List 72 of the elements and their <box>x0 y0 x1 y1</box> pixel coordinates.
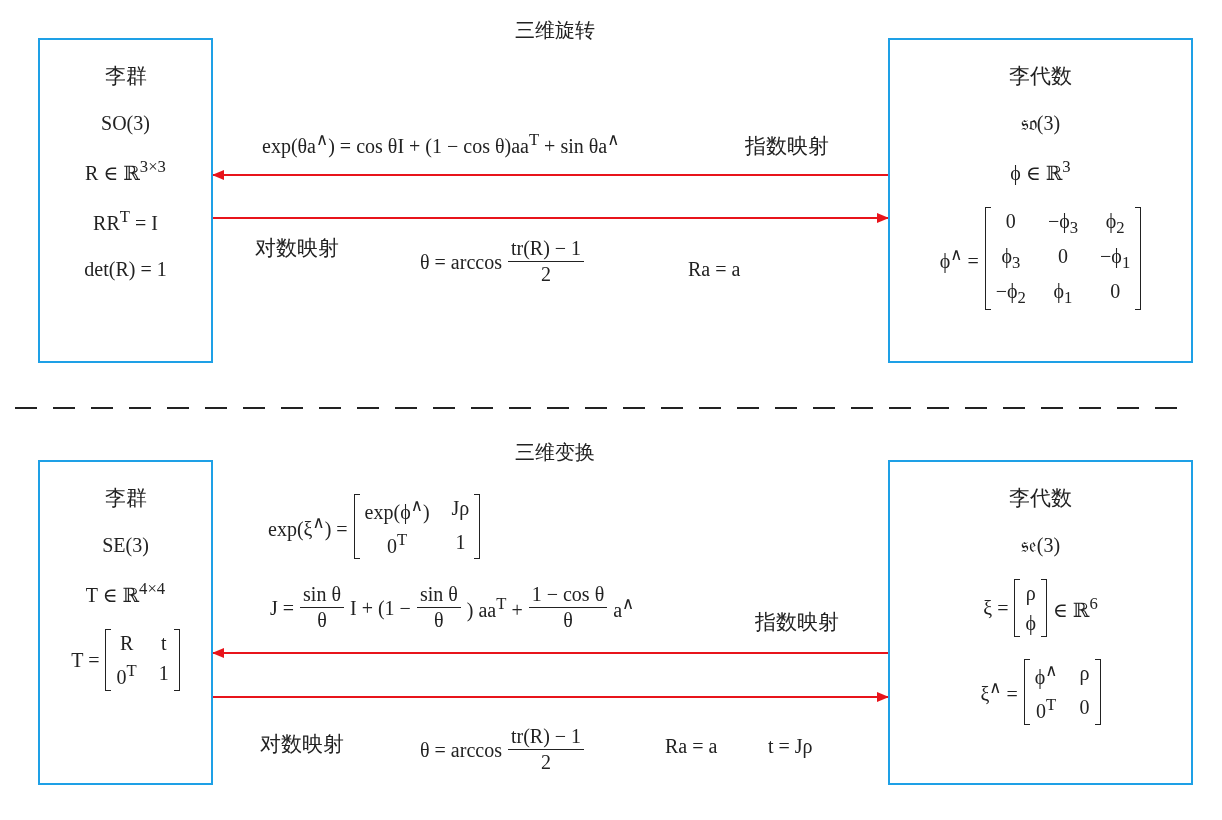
formula-text: T ∈ ℝ$^{4×4}$ <box>85 579 166 607</box>
matrix-entry: ϕ$_{3}$ <box>1001 243 1021 273</box>
formula-text: θ = arccos <box>420 249 502 274</box>
formula-text: SO(3) <box>101 111 150 136</box>
formula-text: ξ = <box>983 596 1009 621</box>
group-box <box>888 460 1193 785</box>
formula-text: T = <box>71 647 100 672</box>
matrix-entry: ϕ$_{2}$ <box>1105 208 1125 238</box>
arrow <box>212 648 889 658</box>
box-heading: 李代数 <box>1009 486 1072 512</box>
formula-text: exp(ξ$^{∧}$) = <box>268 512 348 541</box>
fraction-denominator: θ <box>317 608 327 633</box>
formula-text: θ = arccos <box>420 737 502 762</box>
fraction-denominator: θ <box>434 608 444 633</box>
formula-text: 三维旋转 <box>515 18 595 42</box>
matrix-entry: 0 <box>1079 694 1090 720</box>
formula-text: ϕ ∈ ℝ$^{3}$ <box>1010 157 1071 185</box>
matrix-entry: exp(ϕ$^{∧}$) <box>364 496 430 524</box>
matrix-entry: 0 <box>1005 208 1016 234</box>
matrix-entry: t <box>160 630 167 655</box>
fraction-numerator: sin θ <box>416 582 461 608</box>
fraction-numerator: 1 − cos θ <box>528 582 608 608</box>
fraction-denominator: 2 <box>541 750 551 775</box>
matrix-entry: ρ <box>1025 581 1036 606</box>
matrix-entry: ϕ$^{∧}$ <box>1034 661 1058 689</box>
formula-text: I + (1 − <box>350 595 411 620</box>
matrix-entry: 0 <box>1110 278 1121 304</box>
fraction-numerator: tr(R) − 1 <box>507 236 585 262</box>
matrix-entry: 0 <box>1058 243 1068 269</box>
box-heading: 李代数 <box>1009 64 1072 90</box>
matrix-entry: 0$^{T}$ <box>387 529 408 558</box>
formula-text: R ∈ ℝ$^{3×3}$ <box>85 157 166 185</box>
formula-text: ξ$^{∧}$ = <box>980 678 1018 706</box>
formula-text: RR$^{T}$ = I <box>93 206 158 235</box>
box-heading: 李群 <box>104 486 147 512</box>
formula-text: 三维变换 <box>515 440 595 464</box>
matrix-entry: −ϕ$_{2}$ <box>995 278 1026 308</box>
formula-text: ∈ ℝ$^{6}$ <box>1053 594 1098 622</box>
arrow <box>212 213 889 223</box>
matrix-entry: −ϕ$_{1}$ <box>1100 243 1131 273</box>
matrix-entry: 1 <box>158 660 169 686</box>
matrix-entry: ϕ <box>1025 611 1036 636</box>
formula-text: J = <box>270 595 295 620</box>
fraction-numerator: sin θ <box>300 582 344 608</box>
formula-text: ) aa$^{T}$ + <box>466 593 523 622</box>
matrix-entry: ρ <box>1079 661 1090 687</box>
arrow <box>212 692 889 702</box>
formula-text: a$^{∧}$ <box>613 593 635 622</box>
matrix-entry: R <box>119 630 134 655</box>
matrix-entry: 0$^{T}$ <box>1036 694 1057 723</box>
formula-text: Ra = a <box>665 734 718 758</box>
formula-text: SE(3) <box>102 533 149 558</box>
formula-text: Ra = a <box>688 257 741 281</box>
formula-text: t = Jρ <box>768 734 813 758</box>
formula-text: ϕ$^{∧}$ = <box>939 244 979 273</box>
formula-text: exp(θa$^{∧}$) = cos θI + (1 − cos θ)aa$^{T}$ + sin θa$^{∧}$ <box>262 130 620 158</box>
matrix-entry: Jρ <box>451 496 470 522</box>
group-box <box>38 460 213 785</box>
arrow <box>212 170 889 180</box>
matrix-entry: 1 <box>455 529 466 555</box>
fraction-denominator: 2 <box>541 262 551 287</box>
matrix-entry: 0$^{T}$ <box>116 660 137 689</box>
fraction-denominator: θ <box>563 608 573 633</box>
group-box <box>38 38 213 363</box>
formula-text: 𝔰𝔬(3) <box>1020 111 1061 136</box>
group-box <box>888 38 1193 363</box>
fraction-numerator: tr(R) − 1 <box>507 724 585 750</box>
matrix-entry: ϕ$_{1}$ <box>1053 278 1073 308</box>
matrix-entry: −ϕ$_{3}$ <box>1047 208 1079 238</box>
formula-text: 𝔰𝔢(3) <box>1020 533 1061 558</box>
box-heading: 李群 <box>104 64 147 90</box>
formula-text: det(R) = 1 <box>84 256 167 281</box>
